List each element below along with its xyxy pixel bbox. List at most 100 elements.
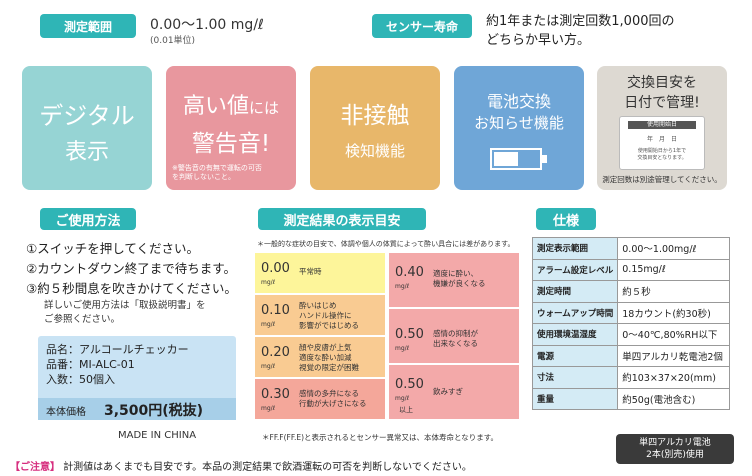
card-text2: 交換目安となります。: [637, 155, 687, 161]
battery-badge-line1: 単四アルカリ電池: [639, 438, 711, 448]
alarm-note: ※警告音の有無で運転の可否 を判断しないこと。: [172, 164, 262, 182]
spec-value: 単四アルカリ乾電池2個: [617, 344, 730, 367]
range-unit: (0.01単位): [150, 36, 196, 46]
usage-note: 詳しいご使用方法は「取扱説明書」を ご参照ください。: [44, 299, 244, 327]
battery-line2: お知らせ機能: [474, 114, 564, 132]
product-name: 品名：アルコールチェッカー: [46, 343, 189, 356]
result-desc-line: 酔いはじめ: [299, 301, 337, 310]
alarm-line1a: 高い値: [182, 94, 249, 119]
product-code: 品番：MI-ALC-01: [46, 358, 135, 371]
result-desc-line: 機嫌が良くなる: [433, 279, 486, 288]
results-grid: 0.00 mg/ℓ 平常時 0.10 mg/ℓ 酔いはじめ ハンドル操作に 影響…: [254, 252, 520, 420]
spec-key: 寸法: [531, 366, 619, 389]
alarm-line1b: には: [249, 99, 280, 117]
result-level: 0.10: [261, 303, 290, 318]
spec-value: 約103×37×20(mm): [617, 366, 730, 389]
spec-value: 約５秒: [617, 280, 730, 303]
result-desc-line: 平常時: [299, 267, 322, 276]
caution-label: 【ご注意】: [10, 462, 60, 473]
result-desc-line: 適度に酔い、: [433, 269, 478, 278]
result-desc-line: 飲みすぎ: [433, 387, 463, 396]
spec-row: 測定時間約５秒: [531, 280, 730, 303]
battery-icon: [490, 148, 547, 170]
card-title: 使用開始日: [628, 121, 696, 129]
result-unit: mg/ℓ: [395, 345, 410, 352]
result-level: 0.50: [395, 377, 424, 392]
result-desc: 平常時: [299, 267, 322, 277]
usage-heading: ご使用方法: [40, 208, 136, 230]
usage-note-line1: 詳しいご使用方法は「取扱説明書」を: [44, 300, 206, 311]
digital-line2: 表示: [64, 140, 109, 165]
results-heading: 測定結果の表示目安: [258, 208, 426, 230]
spec-value: 0～40℃,80%RH以下: [617, 323, 730, 346]
spec-key: ウォームアップ時間: [531, 301, 619, 324]
replace-line1: 交換目安を: [627, 75, 697, 91]
result-unit: mg/ℓ: [395, 395, 410, 402]
feature-battery-alert: 電池交換 お知らせ機能: [454, 66, 584, 190]
sensor-life-text: 約1年または測定回数1,000回の どちらか早い方。: [486, 12, 736, 50]
alarm-note-line1: ※警告音の有無で運転の可否: [172, 164, 262, 172]
sensor-life-line2: どちらか早い方。: [486, 33, 591, 48]
feature-replace-date: 交換目安を 日付で管理! 使用開始日 年 月 日 使用開始日から1年で 交換目安…: [597, 66, 727, 190]
usage-note-line2: ご参照ください。: [44, 314, 121, 325]
alarm-note-line2: を判断しないこと。: [172, 173, 235, 181]
battery-badge: 単四アルカリ電池 2本(別売)使用: [616, 434, 734, 464]
replace-card: 使用開始日 年 月 日 使用開始日から1年で 交換目安となります。: [619, 116, 705, 170]
replace-line2: 日付で管理!: [624, 95, 700, 111]
result-desc-line: 感情の多弁になる: [299, 389, 359, 398]
specs-heading: 仕様: [536, 208, 596, 230]
price-label: 本体価格: [46, 407, 86, 418]
result-desc: 顔や皮膚が上気 適度な酔い加減 視覚の限定が困難: [299, 343, 359, 373]
result-desc-line: 出来なくなる: [433, 339, 478, 348]
range-value: 0.00～1.00 mg/ℓ: [150, 17, 264, 33]
feature-digital-display: デジタル 表示: [22, 66, 152, 190]
result-desc-line: 視覚の限定が困難: [299, 363, 359, 372]
spec-key: 測定表示範囲: [531, 237, 619, 260]
result-desc-line: 感情の抑制が: [433, 329, 478, 338]
product-qty: 入数：50個入: [46, 373, 115, 386]
usage-step-1: ①スイッチを押してください。: [26, 241, 199, 256]
result-level: 0.20: [261, 345, 290, 360]
result-desc: 飲みすぎ: [433, 387, 463, 397]
range-label: 測定範囲: [40, 14, 136, 38]
result-desc-line: 影響がではじめる: [299, 321, 359, 330]
result-unit: mg/ℓ: [261, 321, 276, 328]
result-desc: 感情の抑制が 出来なくなる: [433, 329, 478, 349]
result-row: 0.30 mg/ℓ 感情の多弁になる 行動が大げさになる: [254, 378, 386, 420]
result-desc-line: 行動が大げさになる: [299, 399, 367, 408]
card-date: 年 月 日: [646, 136, 677, 143]
alarm-line2: 警告音!: [191, 131, 271, 157]
feature-alarm: 高い値には 警告音! ※警告音の有無で運転の可否 を判断しないこと。: [166, 66, 296, 190]
card-text1: 使用開始日から1年で: [637, 148, 687, 154]
result-unit: mg/ℓ: [261, 363, 276, 370]
product-info: 品名：アルコールチェッカー 品番：MI-ALC-01 入数：50個入 本体価格 …: [38, 336, 236, 420]
result-unit: mg/ℓ: [395, 283, 410, 290]
spec-key: 重量: [531, 387, 619, 410]
results-note: ＊一般的な症状の目安で、体調や個人の体質によって酔い具合には差があります。: [257, 240, 515, 248]
caution-text: 計測値はあくまでも目安です。本品の測定結果で飲酒運転の可否を判断しないでください…: [63, 462, 472, 473]
result-level: 0.00: [261, 261, 290, 276]
result-row: 0.20 mg/ℓ 顔や皮膚が上気 適度な酔い加減 視覚の限定が困難: [254, 336, 386, 378]
result-desc-line: 顔や皮膚が上気: [299, 343, 352, 352]
made-in: MADE IN CHINA: [118, 430, 197, 441]
feature-non-contact: 非接触 検知機能: [310, 66, 440, 190]
noncontact-line2: 検知機能: [344, 142, 405, 160]
spec-value: 0.00～1.00mg/ℓ: [617, 237, 730, 260]
price-value: 3,500円(税抜): [104, 403, 204, 419]
sensor-life-line1: 約1年または測定回数1,000回の: [486, 14, 675, 29]
spec-key: アラーム設定レベル: [531, 258, 619, 281]
noncontact-line1: 非接触: [340, 103, 410, 129]
result-desc: 適度に酔い、 機嫌が良くなる: [433, 269, 486, 289]
usage-step-2: ②カウントダウン終了まで待ちます。: [26, 261, 236, 276]
result-extra: 以上: [399, 406, 413, 414]
result-desc-line: 適度な酔い加減: [299, 353, 352, 362]
result-desc: 感情の多弁になる 行動が大げさになる: [299, 389, 367, 409]
result-level: 0.50: [395, 327, 424, 342]
spec-key: 測定時間: [531, 280, 619, 303]
spec-row: 寸法約103×37×20(mm): [531, 366, 730, 389]
battery-line1: 電池交換: [486, 92, 551, 111]
